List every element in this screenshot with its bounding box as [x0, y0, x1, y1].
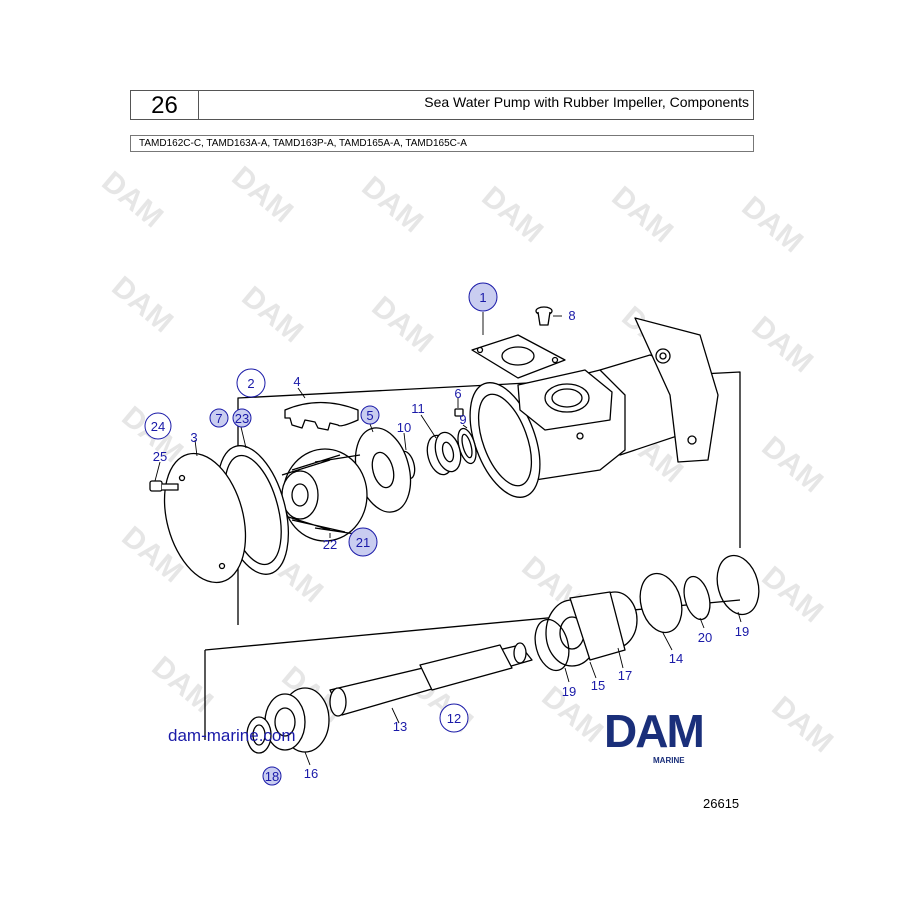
- dam-logo-subtitle: MARINE: [653, 756, 685, 765]
- wear-plate-part-5: [354, 427, 412, 513]
- page-number: 26: [131, 91, 199, 119]
- impeller-part-22: [281, 448, 368, 542]
- callout-17: 17: [618, 668, 632, 683]
- watermark-text: DAM: [746, 310, 820, 379]
- callout-25: 25: [153, 449, 167, 464]
- callout-circle-2: [236, 368, 266, 398]
- header-box: 26 Sea Water Pump with Rubber Impeller, …: [130, 90, 754, 120]
- callout-2: 2: [247, 376, 254, 391]
- callout-4: 4: [293, 374, 300, 389]
- callout-24: 24: [151, 419, 165, 434]
- cam-part-4: [284, 401, 359, 431]
- callout-7: 7: [215, 411, 222, 426]
- watermark-text: DAM: [766, 690, 840, 759]
- callout-12: 12: [447, 711, 461, 726]
- callout-8: 8: [568, 308, 575, 323]
- callout-markers: 1 2 3 4 5 6 7 8 9 10 11 12 13 14 15 16 1…: [144, 282, 749, 786]
- callout-circle-5: [360, 405, 380, 425]
- callout-19-lower: 19: [562, 684, 576, 699]
- cover-part-3: [163, 452, 247, 584]
- watermark-text: DAM: [476, 180, 550, 249]
- callout-16: 16: [304, 766, 318, 781]
- callout-circle-12: [439, 703, 469, 733]
- circlip-part-19: [716, 554, 760, 616]
- callout-14: 14: [669, 651, 683, 666]
- callout-6: 6: [454, 386, 461, 401]
- watermark-text: DAM: [736, 190, 810, 259]
- illustration-reference: 26615: [703, 796, 740, 811]
- watermark-text: DAM: [366, 290, 440, 359]
- callout-13: 13: [393, 719, 407, 734]
- watermark-text: DAM: [106, 270, 180, 339]
- seal-part-11: [426, 431, 462, 476]
- screw-part-8: [535, 306, 553, 326]
- callout-15: 15: [591, 678, 605, 693]
- callout-9: 9: [459, 412, 466, 427]
- watermark-text: DAM: [606, 180, 680, 249]
- callout-18: 18: [265, 769, 279, 784]
- watermark-text: DAM: [96, 165, 170, 234]
- bearing-part-16: [264, 687, 330, 753]
- bearing-part-17: [569, 591, 638, 661]
- models-list: TAMD162C-C, TAMD163A-A, TAMD163P-A, TAMD…: [130, 135, 754, 152]
- callout-circle-21: [348, 527, 378, 557]
- callout-11: 11: [411, 401, 425, 416]
- screw-part-25: [149, 480, 179, 492]
- watermark-text: DAM: [226, 160, 300, 229]
- callout-22: 22: [323, 537, 337, 552]
- callout-20: 20: [698, 630, 712, 645]
- watermark-text: DAM: [146, 650, 220, 719]
- watermark-text: DAM: [756, 560, 830, 629]
- watermark-text: DAM: [756, 430, 830, 499]
- watermark-text: DAM: [356, 170, 430, 239]
- callout-circle-7: [209, 408, 229, 428]
- callout-21: 21: [356, 535, 370, 550]
- dam-logo: DAM: [604, 705, 705, 757]
- leader-lines: [154, 312, 742, 766]
- pump-housing: [469, 317, 719, 498]
- callout-19-upper: 19: [735, 624, 749, 639]
- circlip-part-19: [534, 618, 570, 672]
- callout-circle-24: [144, 412, 172, 440]
- callout-3: 3: [190, 430, 197, 445]
- ring-part-18: [246, 716, 272, 754]
- callout-5: 5: [366, 408, 373, 423]
- callout-1: 1: [479, 290, 486, 305]
- shaft-part-13: [329, 642, 533, 717]
- watermark-text: DAM: [236, 280, 310, 349]
- page-title: Sea Water Pump with Rubber Impeller, Com…: [424, 94, 749, 110]
- callout-circle-18: [262, 766, 282, 786]
- website-link[interactable]: dam-marine.com: [168, 726, 296, 745]
- callout-10: 10: [397, 420, 411, 435]
- pin-part-6: [454, 408, 464, 417]
- callout-23: 23: [235, 411, 249, 426]
- callout-circle-23: [232, 408, 252, 428]
- o-ring-part-14: [639, 572, 683, 634]
- callout-circle-1: [468, 282, 498, 312]
- circlip-part-20: [683, 575, 711, 621]
